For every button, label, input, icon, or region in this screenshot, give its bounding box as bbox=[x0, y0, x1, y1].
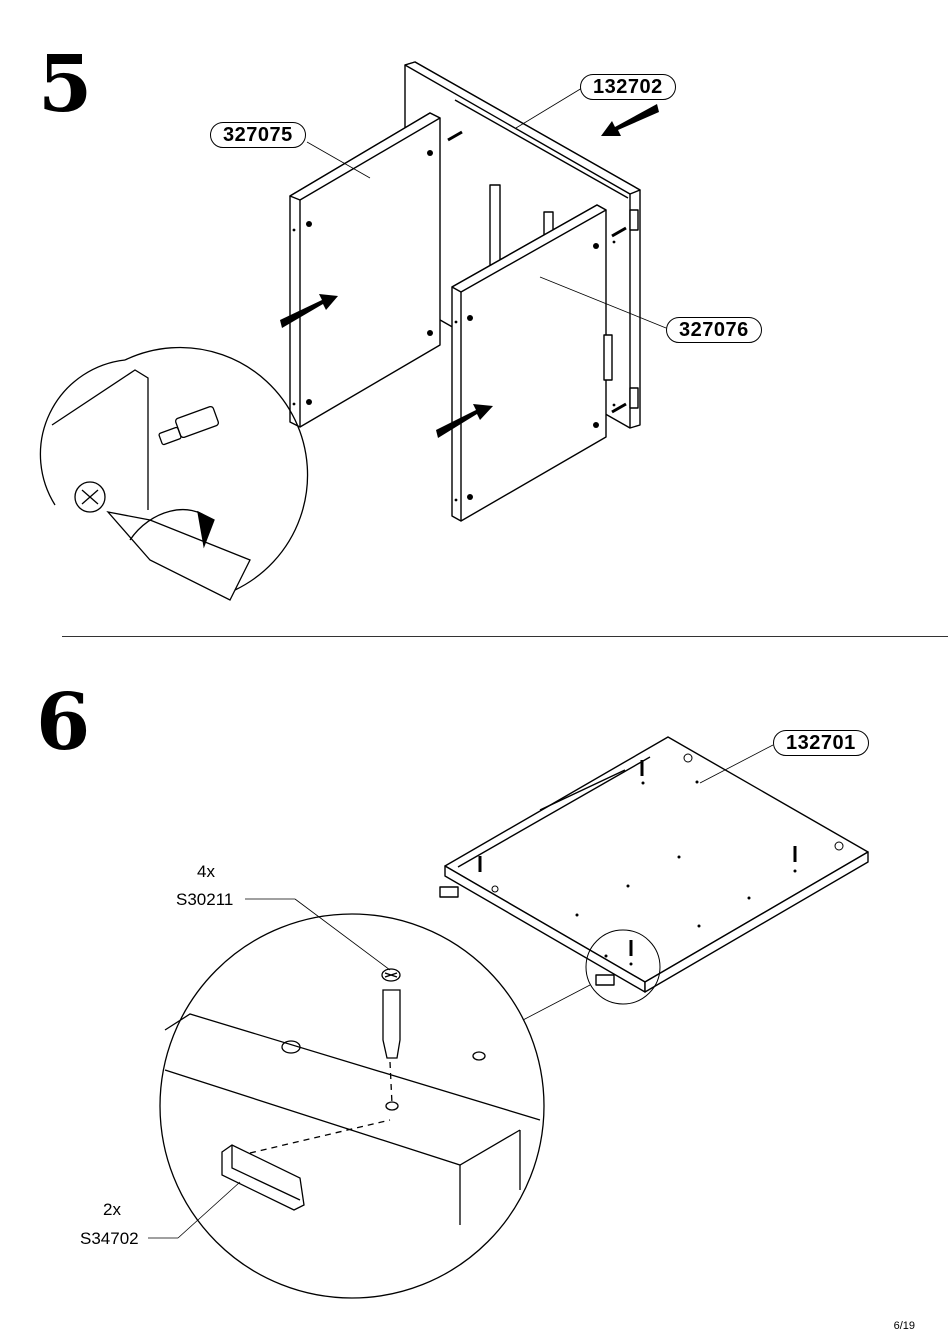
glide-foot-icon bbox=[222, 1145, 304, 1210]
part-label-132701: 132701 bbox=[773, 730, 869, 756]
hardware-qty-s30211: 4x bbox=[197, 862, 215, 882]
hardware-code-s30211: S30211 bbox=[176, 890, 233, 910]
page-number: 6/19 bbox=[894, 1320, 915, 1332]
cam-dowel-icon bbox=[382, 969, 400, 1058]
hardware-code-s34702: S34702 bbox=[80, 1229, 139, 1249]
glide-foot-icon bbox=[440, 887, 458, 897]
hardware-qty-s34702: 2x bbox=[103, 1200, 121, 1220]
glide-foot-icon bbox=[596, 975, 614, 985]
bottom-panel-132701 bbox=[445, 737, 868, 992]
